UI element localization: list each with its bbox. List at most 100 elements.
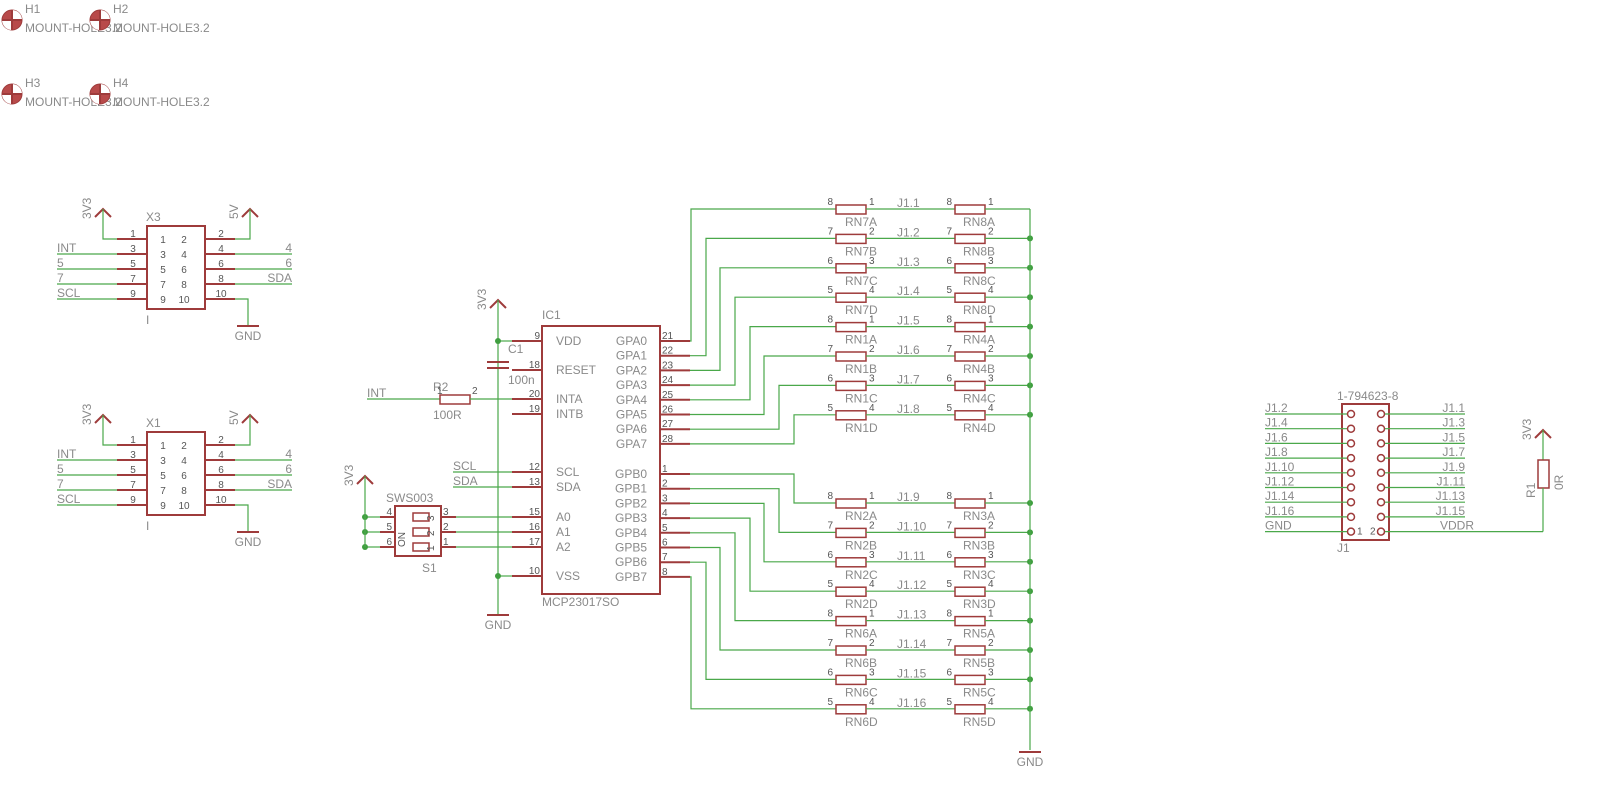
ic-pin-number: 6 [662,538,668,549]
capacitor-ref: C1 [508,342,524,356]
power-wire [102,209,117,240]
pin-number: 8 [827,491,833,502]
ic-pin-name: VDD [556,334,582,348]
connector-value: 1-794623-8 [1337,389,1399,403]
pin-number: 6 [218,259,224,270]
rn-left-body [835,704,867,715]
ic-pin-name: GPA0 [616,334,647,348]
ic-pin-number: 10 [529,566,541,577]
pin-number: 1 [1357,527,1363,538]
pin-number: 7 [946,344,952,355]
mount-hole-quadrant [90,94,100,104]
net-label: GND [1265,519,1292,533]
ic-pin-number: 20 [529,389,541,400]
rn-right-body [954,351,986,362]
pin-number: 6 [946,256,952,267]
rn-left-body [835,498,867,509]
pin-number: 6 [946,550,952,561]
pin-number: 1 [130,229,136,240]
junction-dot [495,573,501,579]
net-label: J1.8 [897,402,920,416]
pin-number: 2 [218,435,224,446]
header-value: I [146,519,149,533]
ic-pin-number: 2 [662,479,668,490]
ic-pin-number: 7 [662,552,668,563]
pin-number: 6 [181,265,187,276]
pin-number: 1 [988,609,994,620]
pin-number: 5 [946,579,952,590]
pin-number: 1 [869,315,875,326]
pin-number: 7 [160,280,166,291]
rn-right-ref: RN3B [963,538,995,552]
rn-right-ref: RN4D [963,421,996,435]
rn-right-body [954,321,986,333]
pin-number: 5 [160,471,166,482]
pin-number: 2 [988,226,994,237]
net-label: SCL [57,286,81,300]
power-label: 3V3 [80,197,94,219]
rn-left-ref: RN2C [845,568,878,582]
trace [690,384,836,430]
pin-number: 3 [130,244,136,255]
trace [690,355,836,416]
rn-left-ref: RN1C [845,391,878,405]
pin-number: 4 [869,697,875,708]
pin-number: 1 [988,315,994,326]
pin-number: 5 [130,465,136,476]
trace [690,208,836,342]
rn-left-body [835,410,867,421]
ic-body [541,325,661,595]
trace [690,546,836,651]
ground-label: GND [485,618,512,632]
ic-pin-number: 22 [662,346,674,357]
pin-number: 7 [946,226,952,237]
pin-number: 1 [437,386,443,397]
net-label: 7 [57,271,64,285]
pin-number: 2 [1370,527,1376,538]
connector-pin [1346,527,1356,536]
net-label: 6 [285,462,292,476]
mount-hole-quadrant [100,10,110,20]
pin-number: 2 [443,522,449,533]
pin-number: 9 [130,495,136,506]
resistor-value: 100R [433,408,462,422]
power-wire [235,415,251,446]
pin-number: 3 [988,550,994,561]
rn-left-ref: RN7B [845,244,877,258]
net-label: J1.12 [1265,475,1295,489]
pin-number: 8 [181,280,187,291]
pin-number: 6 [386,537,392,548]
pin-number: 4 [869,285,875,296]
pin-number: 6 [827,256,833,267]
ic-pin-number: 15 [529,507,541,518]
ic-pin-name: GPA3 [616,378,647,392]
ic-pin-name: GPA6 [616,422,647,436]
ic-pin-name: A0 [556,510,571,524]
header-ref: X1 [146,416,161,430]
ic-pin-number: 23 [662,360,674,371]
trace [690,473,836,504]
trace [690,517,836,592]
rn-right-ref: RN8B [963,244,995,258]
net-label: J1.7 [897,372,920,386]
switch-lever [412,542,430,552]
pin-number: 8 [218,480,224,491]
pin-number: 2 [869,638,875,649]
trace [690,502,836,563]
rn-right-ref: RN3D [963,597,996,611]
rn-left-ref: RN2B [845,538,877,552]
rn-left-ref: RN7D [845,303,878,317]
pin-number: 4 [218,244,224,255]
connector-pin [1376,527,1386,536]
pin-number: 9 [160,501,166,512]
net-label: J1.3 [897,255,920,269]
net-label: J1.1 [1442,401,1465,415]
ic-pin-name: GPB0 [615,467,647,481]
net-label: 7 [57,477,64,491]
